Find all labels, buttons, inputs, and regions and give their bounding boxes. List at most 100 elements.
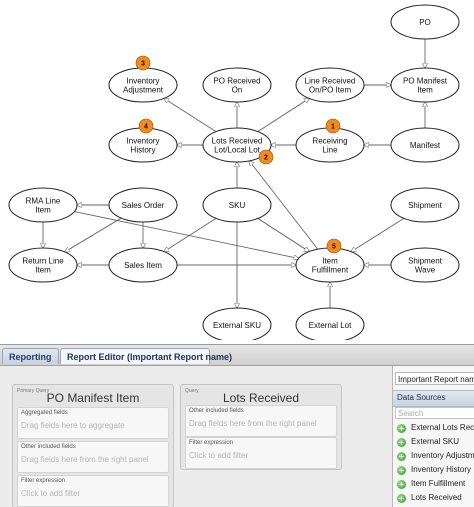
data-sources-header: Data Sources: [393, 390, 474, 407]
data-source-label: Item Fulfillment: [411, 479, 466, 488]
other-fields-dropzone[interactable]: Other included fields Drag fields here f…: [185, 405, 337, 437]
data-sources-sidebar: Important Report name Data Sources Searc…: [392, 366, 474, 507]
node-label: Inventory: [127, 137, 160, 146]
add-icon[interactable]: [397, 466, 406, 475]
node-label: Lots Received: [212, 137, 263, 146]
section-title: Aggregated fields: [21, 410, 68, 416]
node-sales-item: Sales Item: [108, 247, 178, 283]
edge-shipment-to-item-fulfillment: [351, 217, 405, 251]
node-label: Fulfillment: [312, 266, 349, 275]
panel-kicker: Query: [185, 388, 199, 394]
node-po: PO: [390, 4, 460, 40]
node-shape: [390, 247, 460, 283]
other-fields-dropzone[interactable]: Other included fields Drag fields here f…: [17, 441, 169, 473]
node-shape: [8, 247, 78, 283]
node-label: Line Received: [305, 77, 356, 86]
tab-reporting[interactable]: Reporting: [2, 348, 59, 364]
node-label: Item: [35, 206, 51, 215]
node-label: PO Received: [213, 77, 260, 86]
badge-number: 1: [331, 124, 335, 131]
node-shape: [390, 67, 460, 103]
badge-item-fulfillment: 5: [326, 238, 342, 254]
primary-query-panel[interactable]: Primary Query PO Manifest Item Aggregate…: [12, 384, 174, 507]
section-title: Other included fields: [21, 444, 76, 450]
filter-expression-field[interactable]: Filter expression Click to add filter: [185, 437, 337, 469]
node-shape: [202, 127, 272, 163]
tab-report-editor[interactable]: Report Editor (Important Report name): [60, 348, 232, 364]
add-icon[interactable]: [397, 480, 406, 489]
node-label: PO Manifest: [403, 77, 448, 86]
section-hint: Drag fields here from the right panel: [189, 419, 317, 428]
edge-sku-to-sales-item: [164, 218, 217, 251]
section-hint: Click to add filter: [21, 489, 81, 498]
section-title: Filter expression: [189, 440, 234, 446]
report-name-field[interactable]: Important Report name: [395, 372, 474, 385]
badge-circle: [135, 55, 151, 71]
node-shape: [390, 127, 460, 163]
node-sales-order: Sales Order: [108, 187, 178, 223]
node-label: History: [131, 146, 156, 155]
node-shipment: Shipment: [390, 187, 460, 223]
node-shape: [390, 4, 460, 40]
node-label: Line: [322, 146, 338, 155]
node-shape: [295, 307, 365, 340]
node-external-lot: External Lot: [295, 307, 365, 340]
node-label: Item: [322, 257, 338, 266]
node-shape: [202, 67, 272, 103]
node-label: On: [232, 86, 243, 95]
edge-rma-line-item-to-item-fulfillment: [74, 211, 298, 259]
badge-circle: [258, 149, 274, 165]
node-label: On/PO Item: [309, 86, 352, 95]
section-title: Filter expression: [21, 478, 66, 484]
badge-circle: [325, 118, 341, 134]
node-label: Inventory: [127, 77, 160, 86]
node-shape: [202, 307, 272, 340]
node-label: Sales Item: [124, 261, 162, 270]
data-source-label: External Lots Received: [411, 423, 474, 432]
add-icon[interactable]: [397, 438, 406, 447]
node-shape: [108, 187, 178, 223]
report-editor-app: Reporting Report Editor (Important Repor…: [0, 344, 474, 507]
badge-receiving-line: 1: [325, 118, 341, 134]
add-icon[interactable]: [397, 452, 406, 461]
badge-lots-received: 2: [258, 149, 274, 165]
node-label: Shipment: [408, 257, 443, 266]
node-label: Manifest: [410, 141, 441, 150]
node-label: RMA Line: [26, 197, 61, 206]
node-label: Receiving: [312, 137, 347, 146]
edge-lots-received-to-line-received: [257, 98, 309, 132]
data-sources-search-input[interactable]: Search: [395, 407, 474, 419]
aggregated-fields-dropzone[interactable]: Aggregated fields Drag fields here to ag…: [17, 407, 169, 439]
node-label: Shipment: [408, 201, 443, 210]
badge-inventory-history: 4: [138, 118, 154, 134]
add-icon[interactable]: [397, 424, 406, 433]
node-manifest: Manifest: [390, 127, 460, 163]
tab-bar: Reporting Report Editor (Important Repor…: [0, 345, 474, 366]
add-icon[interactable]: [397, 494, 406, 503]
filter-expression-field[interactable]: Filter expression Click to add filter: [17, 475, 169, 507]
query-canvas: Primary Query PO Manifest Item Aggregate…: [0, 366, 390, 507]
lots-received-query-panel[interactable]: Query Lots Received Other included field…: [180, 384, 342, 470]
edge-sales-order-to-return-line-item: [65, 217, 122, 252]
node-label: Sales Order: [122, 201, 165, 210]
node-label: PO: [419, 18, 431, 27]
data-source-label: Lots Received: [411, 493, 462, 502]
node-label: Adjustment: [123, 86, 164, 95]
node-label: SKU: [229, 201, 246, 210]
data-source-label: Inventory History: [411, 465, 472, 474]
badge-number: 5: [332, 244, 336, 251]
badge-number: 3: [141, 61, 145, 68]
node-external-sku: External SKU: [202, 307, 272, 340]
edge-sku-to-item-fulfillment: [257, 218, 309, 251]
